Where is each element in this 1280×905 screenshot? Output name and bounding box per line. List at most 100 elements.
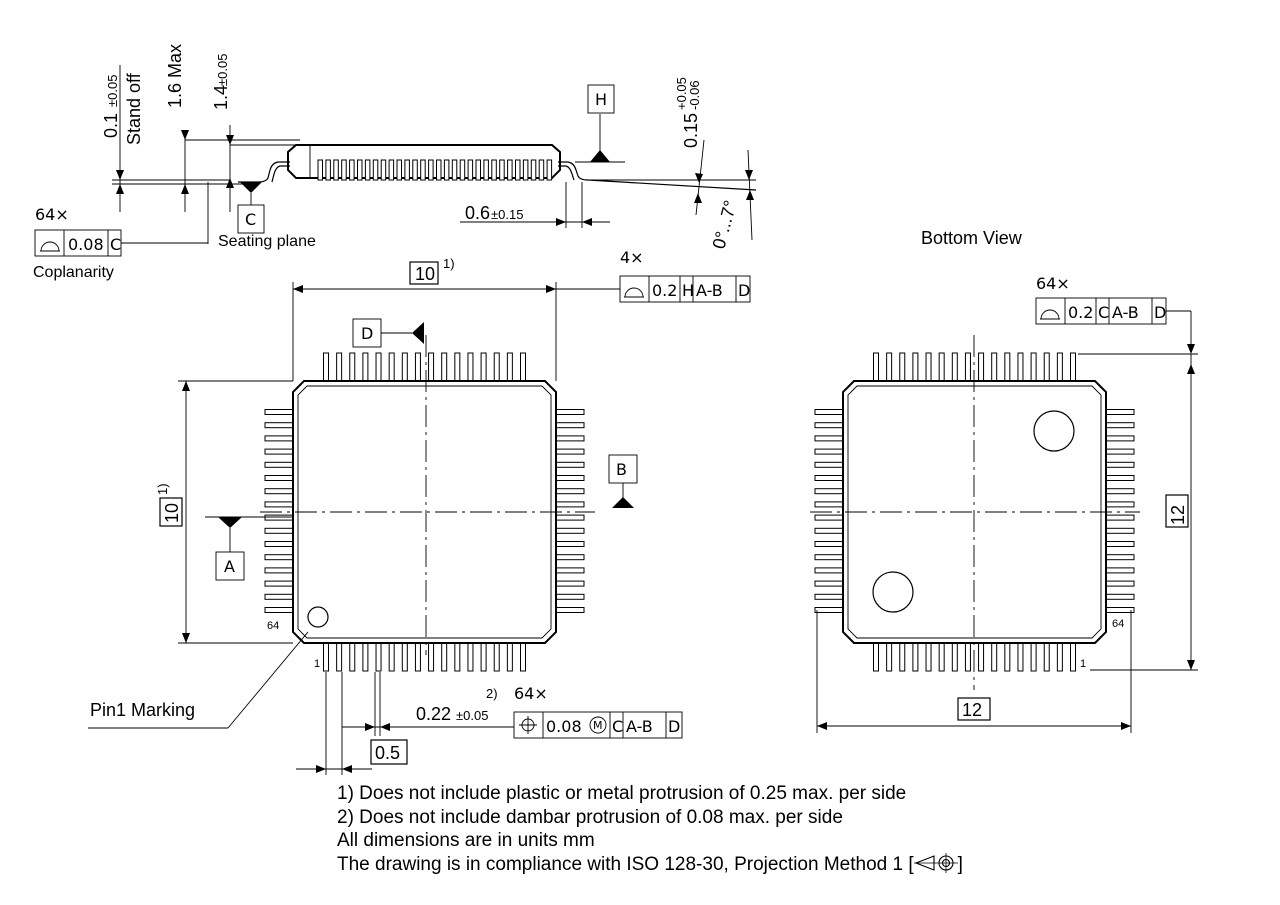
bottom-profile-datum-2: A-B — [1112, 303, 1139, 322]
lead — [814, 409, 844, 415]
datum-a-label: A — [224, 557, 235, 576]
pin1-marking-label: Pin1 Marking — [90, 700, 195, 720]
lead — [1105, 541, 1135, 547]
side-lead — [459, 159, 466, 181]
lead-width-tol: ±0.05 — [456, 708, 488, 723]
lead — [388, 352, 395, 382]
lead — [814, 475, 844, 481]
lead — [1105, 422, 1135, 429]
lead — [264, 448, 294, 455]
top-height: 10 — [162, 503, 182, 523]
lead — [873, 642, 879, 672]
lead — [555, 541, 585, 547]
lead-thickness-tol-plus: +0.05 — [674, 77, 689, 110]
lead — [264, 580, 294, 587]
side-lead — [333, 159, 339, 181]
lead — [493, 642, 500, 672]
lead — [991, 642, 998, 672]
position-datum-1: C — [612, 717, 623, 736]
lead — [1105, 593, 1135, 600]
lead — [336, 352, 343, 382]
side-lead — [483, 159, 489, 181]
side-lead — [538, 159, 545, 181]
lead — [1105, 514, 1135, 521]
lead — [1070, 352, 1076, 382]
lead — [555, 475, 585, 481]
lead — [480, 642, 487, 672]
lead — [454, 352, 461, 382]
lead — [555, 409, 585, 415]
lead — [814, 422, 844, 429]
lead — [814, 593, 844, 600]
lead — [938, 352, 945, 382]
lead — [388, 642, 395, 672]
lead — [814, 448, 844, 455]
lead — [323, 352, 329, 382]
lead — [899, 352, 906, 382]
lead — [555, 448, 585, 455]
lead — [555, 461, 585, 468]
lead — [375, 642, 382, 672]
side-lead — [522, 159, 529, 181]
lead — [480, 352, 487, 382]
lead — [414, 352, 421, 382]
max-height: 1.6 Max — [165, 44, 185, 108]
lead — [467, 352, 474, 382]
lead — [520, 352, 526, 382]
lead — [1056, 352, 1063, 382]
lead — [264, 422, 294, 429]
note-1: 1) Does not include plastic or metal pro… — [337, 783, 907, 804]
top-pin-1: 1 — [314, 658, 320, 670]
side-lead — [451, 159, 458, 181]
body-height-tol: ±0.05 — [215, 54, 230, 86]
top-profile-count: 4× — [620, 248, 644, 267]
lead — [555, 435, 585, 442]
lead — [555, 501, 585, 508]
bottom-profile-value: 0.2 — [1068, 303, 1093, 322]
side-lead — [475, 159, 481, 181]
datum-b-label: B — [616, 460, 627, 479]
position-frame: 0.08 M C A-B D — [513, 711, 683, 739]
lead — [401, 352, 408, 382]
lead — [401, 642, 408, 672]
datum-b-triangle — [612, 497, 634, 508]
bottom-view-body — [842, 380, 1107, 644]
lead — [467, 642, 474, 672]
bottom-profile-datum-1: C — [1098, 303, 1109, 322]
lead — [264, 435, 294, 442]
position-count: 64× — [514, 684, 548, 703]
lead — [1043, 642, 1050, 672]
lead — [264, 541, 294, 547]
pitch: 0.5 — [375, 743, 400, 763]
lead — [1030, 642, 1037, 672]
lead — [925, 642, 932, 672]
side-lead — [546, 159, 553, 181]
top-profile-datum-1: H — [682, 281, 694, 300]
top-profile-value: 0.2 — [652, 281, 677, 300]
position-datum-2: A-B — [626, 717, 653, 736]
lead — [264, 567, 294, 574]
lead — [951, 352, 958, 382]
seating-plane-label: Seating plane — [218, 233, 316, 250]
side-lead — [436, 159, 442, 181]
side-lead — [515, 159, 521, 181]
lead — [555, 580, 585, 587]
standoff-label: Stand off — [124, 72, 144, 145]
side-lead — [507, 159, 513, 181]
side-lead — [428, 159, 434, 181]
lead — [414, 642, 421, 672]
top-profile-datum-2: A-B — [696, 281, 723, 300]
top-width-note: 1) — [443, 256, 455, 271]
bottom-view-leads — [814, 352, 1135, 672]
profile-of-surface-icon — [624, 287, 644, 298]
lead — [1105, 488, 1135, 495]
coplanarity-frame: 0.08 C — [34, 229, 208, 257]
lead — [1105, 448, 1135, 455]
lead — [814, 461, 844, 468]
lead — [1105, 409, 1135, 415]
lead — [991, 352, 998, 382]
lead — [1017, 352, 1024, 382]
lead — [454, 642, 461, 672]
coplanarity-label: Coplanarity — [33, 264, 114, 281]
